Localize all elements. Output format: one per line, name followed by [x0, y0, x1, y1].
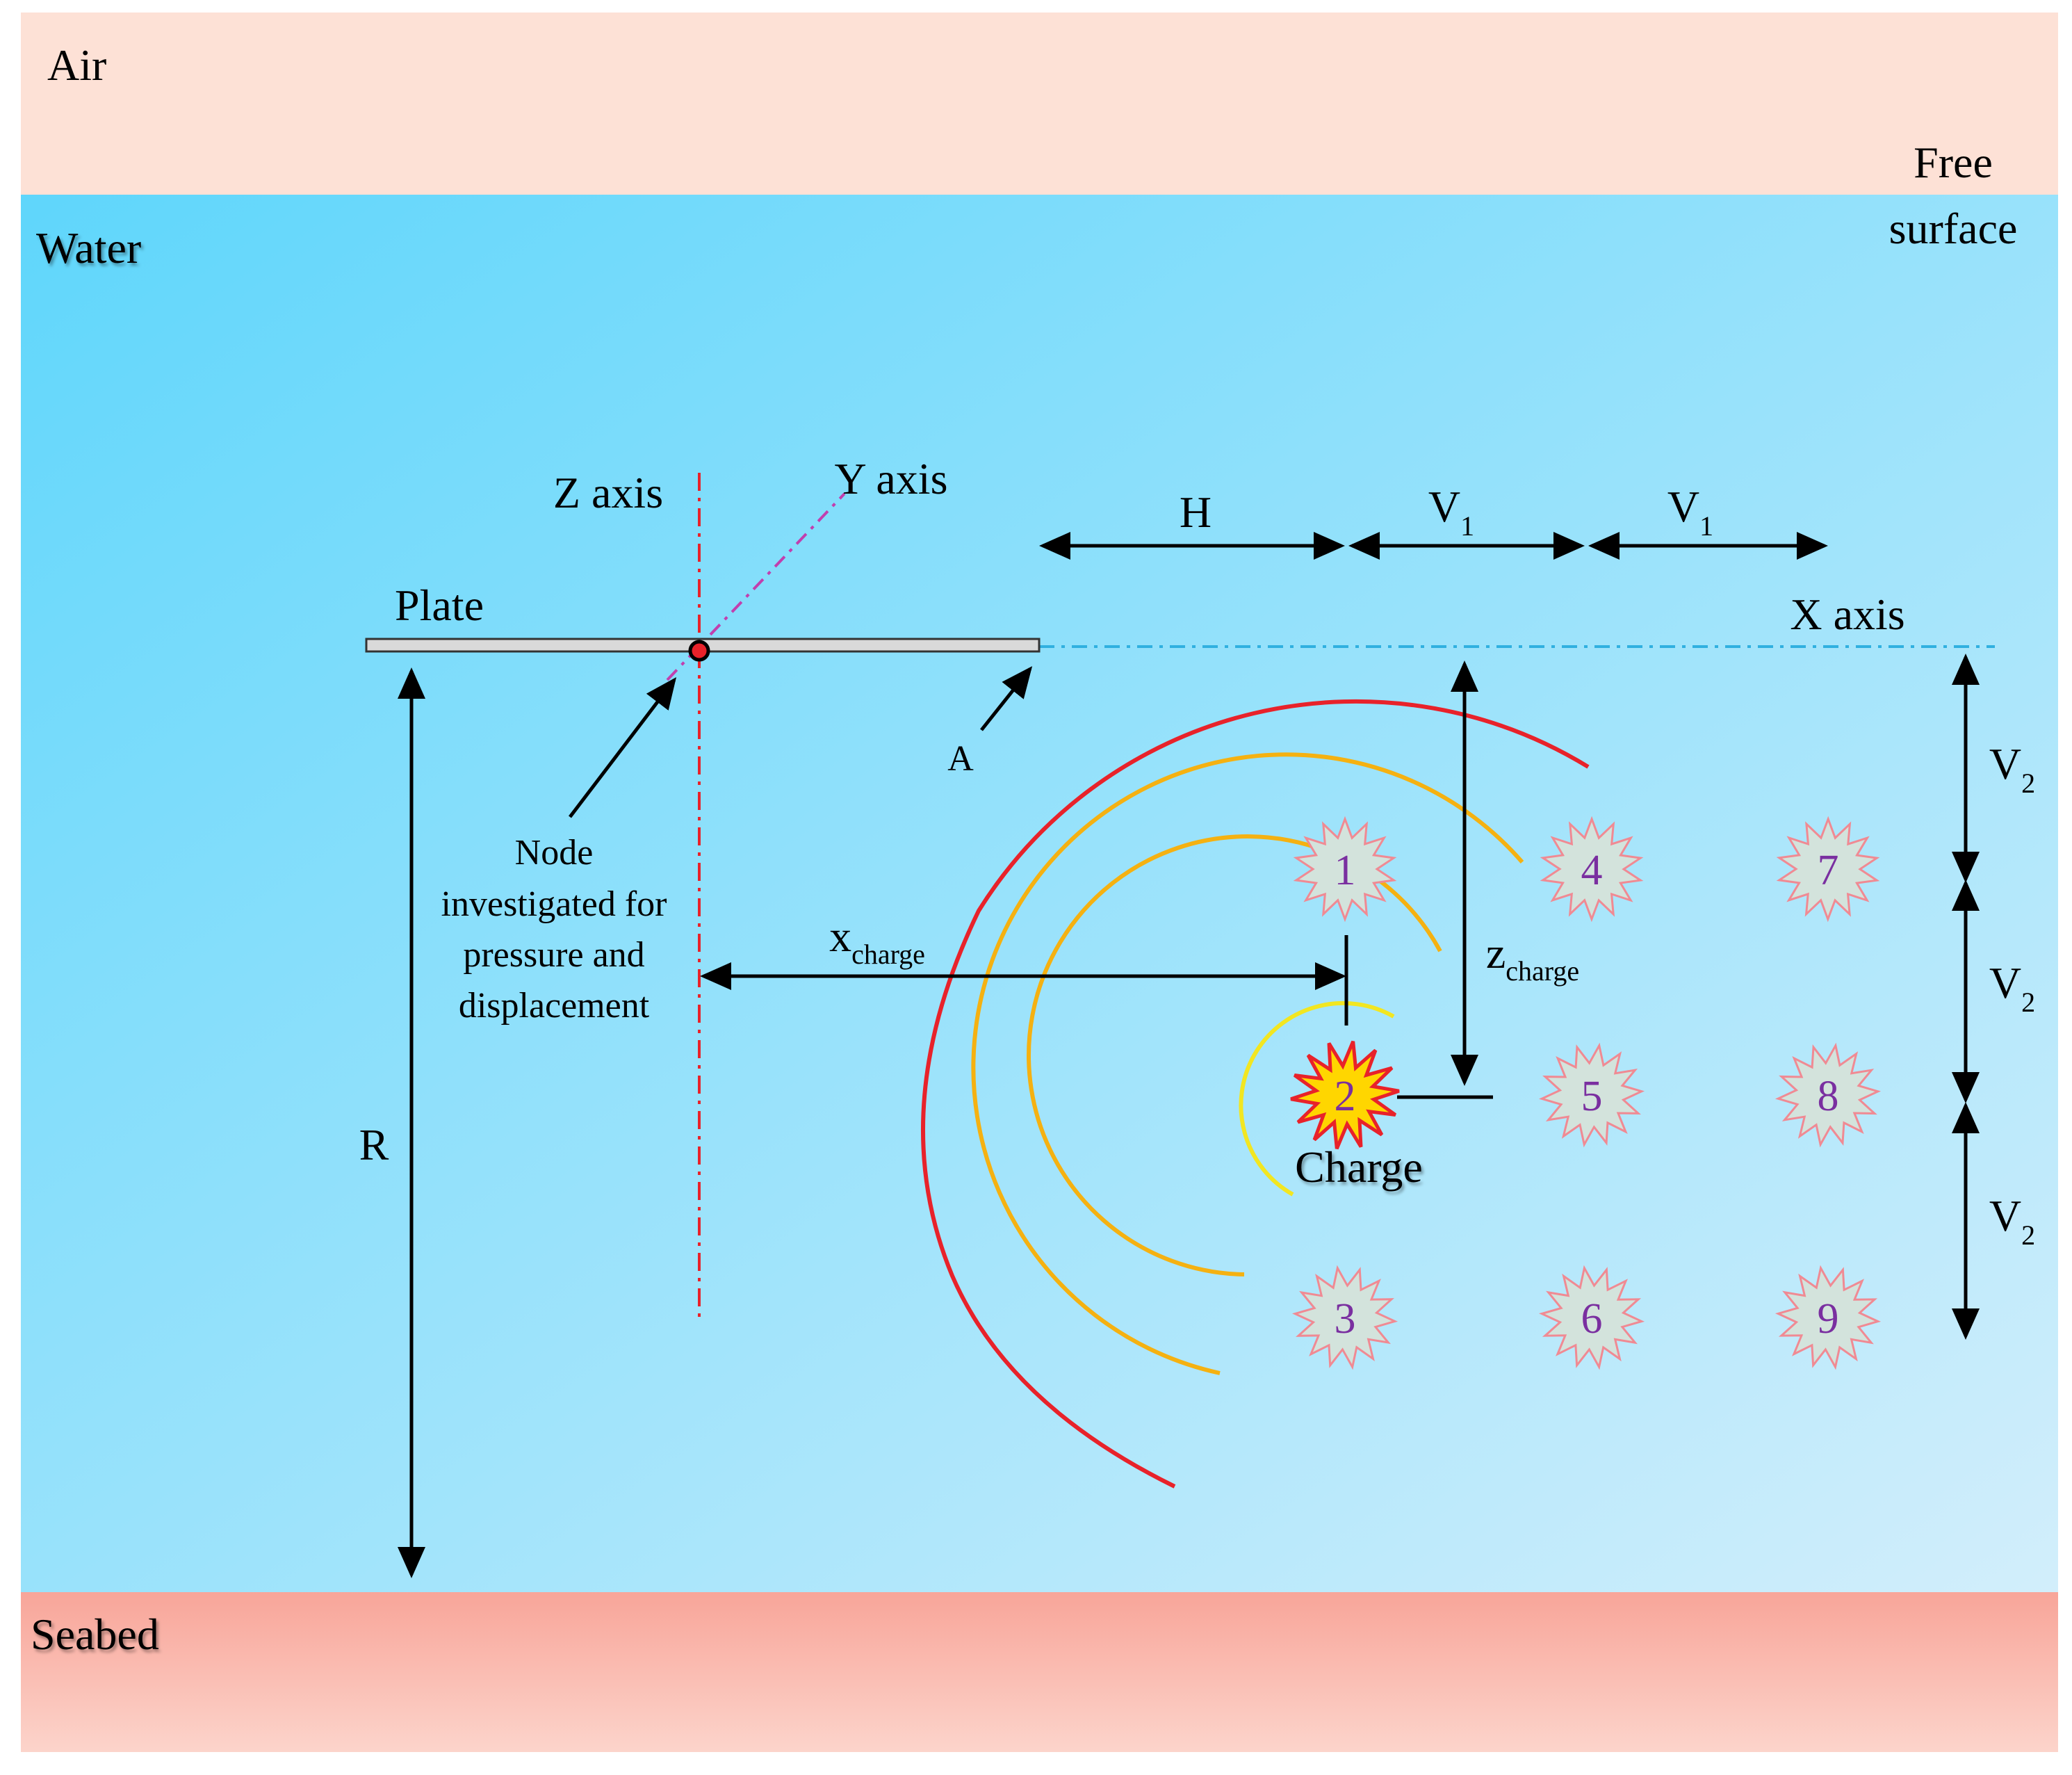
air-label: Air	[47, 40, 106, 90]
node-pointer-arrow	[569, 677, 677, 818]
node-label-line1: Node	[515, 833, 594, 873]
seabed-layer	[21, 1592, 2058, 1752]
v1-main-1: V	[1428, 482, 1460, 531]
star-burst-icon	[1538, 1265, 1645, 1370]
x-axis-label: X axis	[1790, 590, 1904, 639]
v2-label-1: V2	[1989, 739, 2035, 799]
star-burst-icon	[1293, 816, 1397, 923]
star-burst-icon	[1775, 1265, 1882, 1370]
charge-label: Charge	[1295, 1142, 1423, 1192]
r-label: R	[359, 1120, 389, 1169]
z-charge-sub: charge	[1506, 955, 1579, 987]
star-burst-icon	[1538, 1042, 1645, 1148]
explosion-icon	[1290, 1040, 1400, 1150]
node-label-line4: displacement	[459, 986, 650, 1026]
h-label: H	[1180, 487, 1212, 537]
plate-label: Plate	[395, 581, 484, 630]
seabed-label: Seabed	[31, 1610, 159, 1659]
v1-main-2: V	[1667, 482, 1699, 531]
charge-position-number: 9	[1818, 1295, 1839, 1343]
v2-sub-3: 2	[2021, 1219, 2035, 1251]
point-a-label: A	[947, 739, 974, 779]
x-charge-main: x	[829, 911, 851, 961]
v2-main-1: V	[1989, 739, 2021, 788]
v2-sub-1: 2	[2021, 768, 2035, 799]
shock-wave-outer	[920, 699, 1590, 1489]
v1-label-2: V1	[1667, 482, 1713, 542]
y-axis-label: Y axis	[835, 454, 948, 503]
v1-sub-1: 1	[1460, 510, 1474, 542]
v2-label-3: V2	[1989, 1191, 2035, 1251]
star-burst-icon	[1291, 1265, 1398, 1370]
charge-position-number: 5	[1581, 1073, 1603, 1120]
water-layer	[21, 195, 2058, 1592]
shock-wave-mid-1	[971, 752, 1524, 1375]
node-point-icon	[688, 640, 710, 662]
free-surface-label-line2: surface	[1889, 204, 2018, 253]
v1-sub-2: 1	[1699, 510, 1713, 542]
node-label-line2: investigated for	[441, 884, 667, 924]
x-charge-label: xcharge	[829, 911, 925, 970]
charge-position-number: 2	[1335, 1073, 1356, 1120]
v1-label-1: V1	[1428, 482, 1474, 542]
charge-position-number: 3	[1335, 1295, 1356, 1343]
free-surface-label-line1: Free	[1914, 138, 1993, 187]
z-axis-label: Z axis	[553, 468, 663, 517]
charge-position-number: 1	[1335, 847, 1356, 894]
point-a-arrow	[980, 666, 1033, 731]
water-label: Water	[36, 223, 141, 273]
charge-position-number: 4	[1581, 847, 1603, 894]
z-charge-label: zcharge	[1486, 928, 1579, 987]
v2-label-2: V2	[1989, 958, 2035, 1018]
star-burst-icon	[1776, 816, 1880, 923]
star-burst-icon	[1540, 816, 1644, 923]
star-burst-icon	[1775, 1042, 1882, 1148]
node-label-line3: pressure and	[463, 935, 644, 975]
v2-main-2: V	[1989, 958, 2021, 1007]
x-charge-sub: charge	[851, 939, 925, 970]
v2-sub-2: 2	[2021, 987, 2035, 1018]
v2-main-3: V	[1989, 1191, 2021, 1240]
air-layer	[21, 13, 2058, 195]
charge-position-number: 6	[1581, 1295, 1603, 1343]
z-charge-main: z	[1486, 928, 1506, 978]
charge-position-number: 8	[1818, 1073, 1839, 1120]
charge-position-number: 7	[1818, 847, 1839, 894]
charge-position-grid: 1 2 3 4 5 6 7 8 9	[1290, 816, 1882, 1370]
